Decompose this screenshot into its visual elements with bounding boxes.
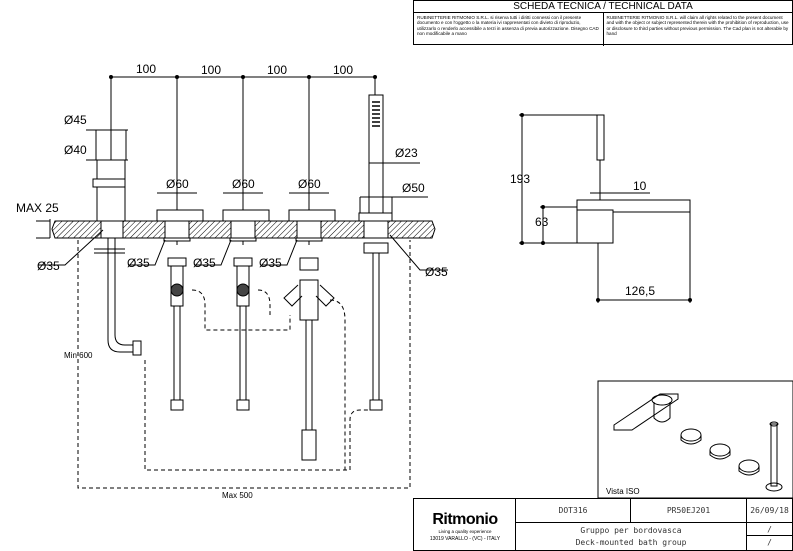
dim-spacing-2: 100 <box>201 63 221 77</box>
article-code: PR50EJ201 <box>666 506 711 515</box>
title-block: Ritmonio Living a quality experience 130… <box>413 498 793 551</box>
sheet-title: SCHEDA TECNICA / TECHNICAL DATA <box>414 1 792 13</box>
dim-d60-3: Ø60 <box>298 177 321 191</box>
date: 26/09/18 <box>750 506 789 515</box>
dim-126-5: 126,5 <box>625 284 655 298</box>
article-cell: PR50EJ201 <box>630 499 746 523</box>
revision-cell-2: / <box>746 536 792 550</box>
dim-spacing-1: 100 <box>136 62 156 76</box>
dim-d35-3: Ø35 <box>193 256 216 270</box>
brand-logo: Ritmonio Living a quality experience 130… <box>414 499 516 550</box>
iso-view-label: Vista ISO <box>606 487 640 496</box>
dim-d50: Ø50 <box>402 181 425 195</box>
dim-d35-1: Ø35 <box>37 259 60 273</box>
iso-view <box>597 380 793 499</box>
front-view-labels: 100 100 100 100 Ø45 Ø40 Ø60 Ø60 Ø60 Ø23 … <box>16 62 448 500</box>
product-code: DOT316 <box>558 506 588 515</box>
notice-italian: RUBINETTERIE RITMONIO S.R.L. si riserva … <box>417 15 599 37</box>
dim-d60-1: Ø60 <box>166 177 189 191</box>
code-cell: DOT316 <box>515 499 630 523</box>
dim-d35-4: Ø35 <box>259 256 282 270</box>
description-cell: Gruppo per bordovasca Deck-mounted bath … <box>515 523 746 550</box>
dim-spacing-4: 100 <box>333 63 353 77</box>
brand-tagline: Living a quality experience <box>438 529 492 534</box>
notice-english: RUBINETTERIE RITMONIO S.R.L. will claim … <box>602 13 793 46</box>
brand-name: Ritmonio <box>432 511 498 528</box>
dim-min600: Min 600 <box>64 351 93 360</box>
dim-d60-2: Ø60 <box>232 177 255 191</box>
description-italian: Gruppo per bordovasca <box>580 526 682 535</box>
dim-spacing-3: 100 <box>267 63 287 77</box>
dim-max500: Max 500 <box>222 491 253 500</box>
dim-d23: Ø23 <box>395 146 418 160</box>
side-view-labels: 193 63 10 126,5 <box>510 172 655 298</box>
revision-cell: / <box>746 523 792 536</box>
dim-d45: Ø45 <box>64 113 87 127</box>
description-english: Deck-mounted bath group <box>575 538 687 547</box>
revision-2: / <box>767 538 772 547</box>
dim-d35-2: Ø35 <box>127 256 150 270</box>
dim-d40: Ø40 <box>64 143 87 157</box>
dim-10: 10 <box>633 179 647 193</box>
brand-address: 13019 VARALLO - (VC) - ITALY <box>429 536 501 542</box>
side-view <box>519 113 692 303</box>
revision-1: / <box>767 525 772 534</box>
dim-63: 63 <box>535 215 549 229</box>
front-view <box>36 75 448 489</box>
header-block: SCHEDA TECNICA / TECHNICAL DATA RUBINETT… <box>413 0 793 46</box>
dim-max25: MAX 25 <box>16 201 59 215</box>
dim-d35-5: Ø35 <box>425 265 448 279</box>
date-cell: 26/09/18 <box>746 499 792 523</box>
dim-193: 193 <box>510 172 530 186</box>
